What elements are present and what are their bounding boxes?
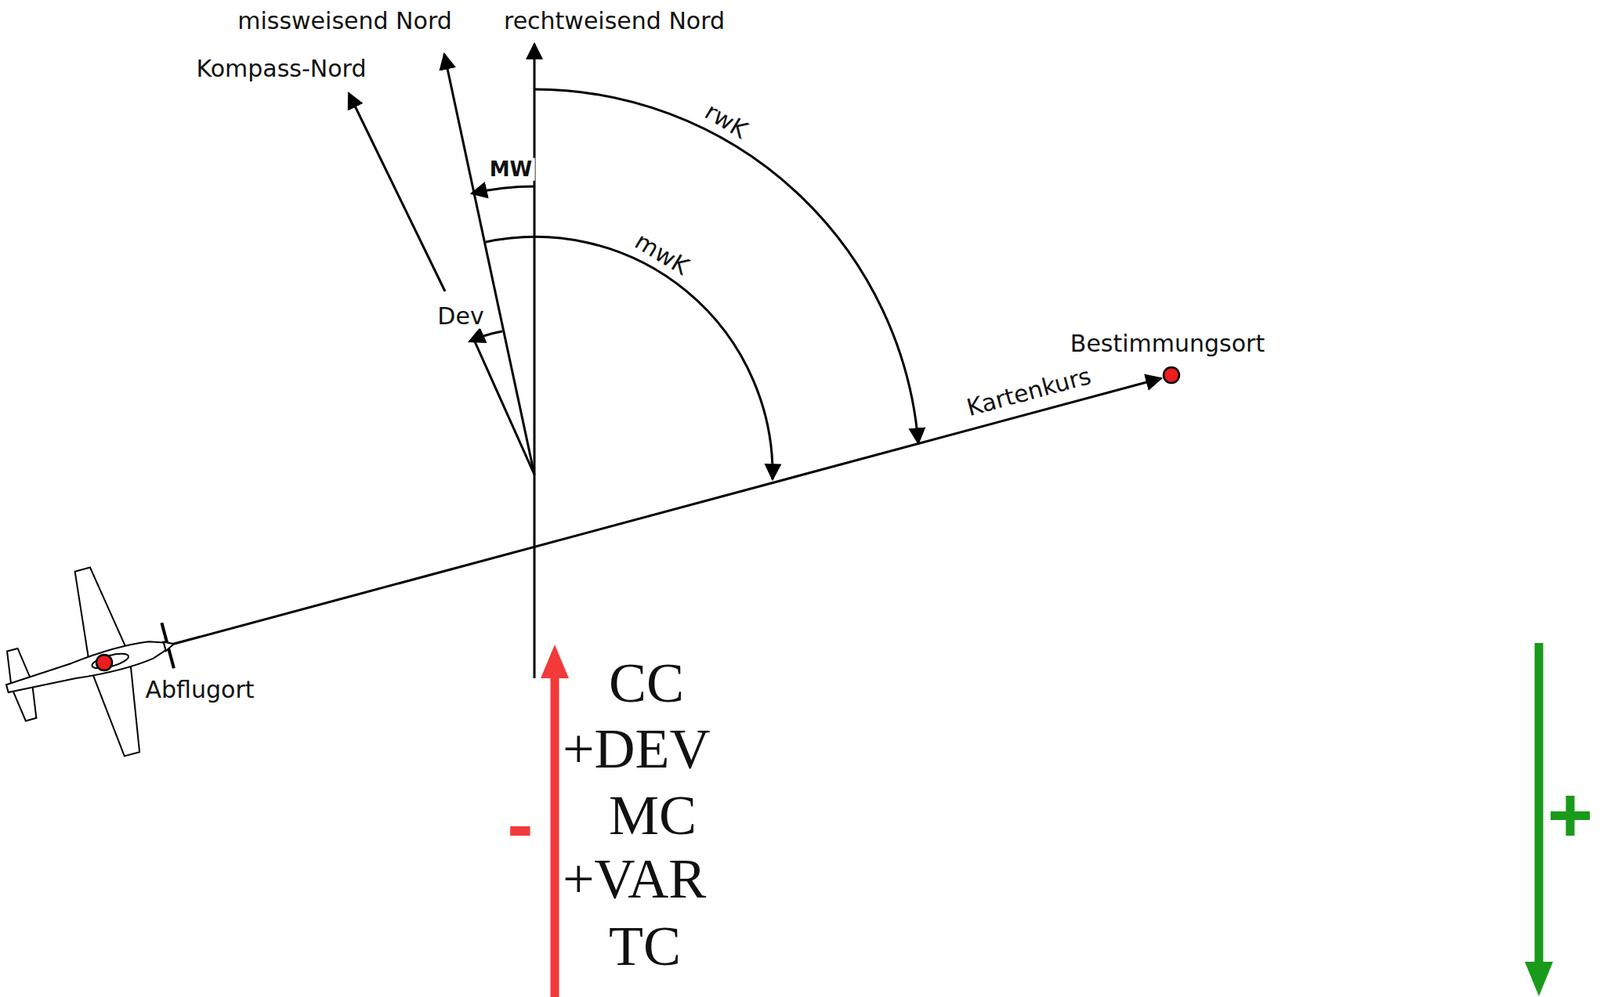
angle-label: MW	[487, 158, 536, 181]
destination-dot	[1163, 367, 1180, 384]
angle-label: rwK	[698, 97, 755, 145]
axis-label: Kompass-Nord	[196, 55, 367, 82]
add-arrowhead	[1524, 962, 1553, 997]
formula-term: +DEV	[562, 718, 711, 781]
magnetic-course-arc	[485, 236, 773, 480]
true-course-arc	[534, 89, 919, 444]
plus-sign: +	[1547, 771, 1593, 858]
place-label: Abflugort	[145, 676, 255, 703]
compass-north-line	[474, 340, 535, 475]
true-north-line	[533, 43, 536, 679]
course-label: Kartenkurs	[961, 361, 1096, 421]
formula-term: CC	[608, 652, 685, 715]
formula-term: MC	[608, 785, 697, 848]
add-arrow	[1534, 643, 1544, 968]
deviation-arc	[469, 331, 503, 342]
magnetic-north-line	[444, 54, 535, 475]
axis-label: rechtweisend Nord	[503, 7, 725, 34]
minus-sign: -	[506, 781, 533, 868]
airplane-icon	[0, 551, 199, 782]
compass-north-line	[348, 93, 446, 292]
subtract-arrow	[550, 672, 560, 997]
subtract-arrowhead	[540, 644, 569, 679]
formula-term: +VAR	[562, 848, 706, 911]
departure-dot	[96, 655, 113, 671]
place-label: Bestimmungsort	[1070, 330, 1265, 357]
axis-label: missweisend Nord	[237, 7, 452, 34]
angle-label: mwK	[628, 226, 696, 281]
course-line	[104, 378, 1162, 663]
variation-arc	[471, 186, 535, 194]
formula-term: TC	[608, 915, 681, 978]
angle-label: Dev	[434, 303, 486, 330]
